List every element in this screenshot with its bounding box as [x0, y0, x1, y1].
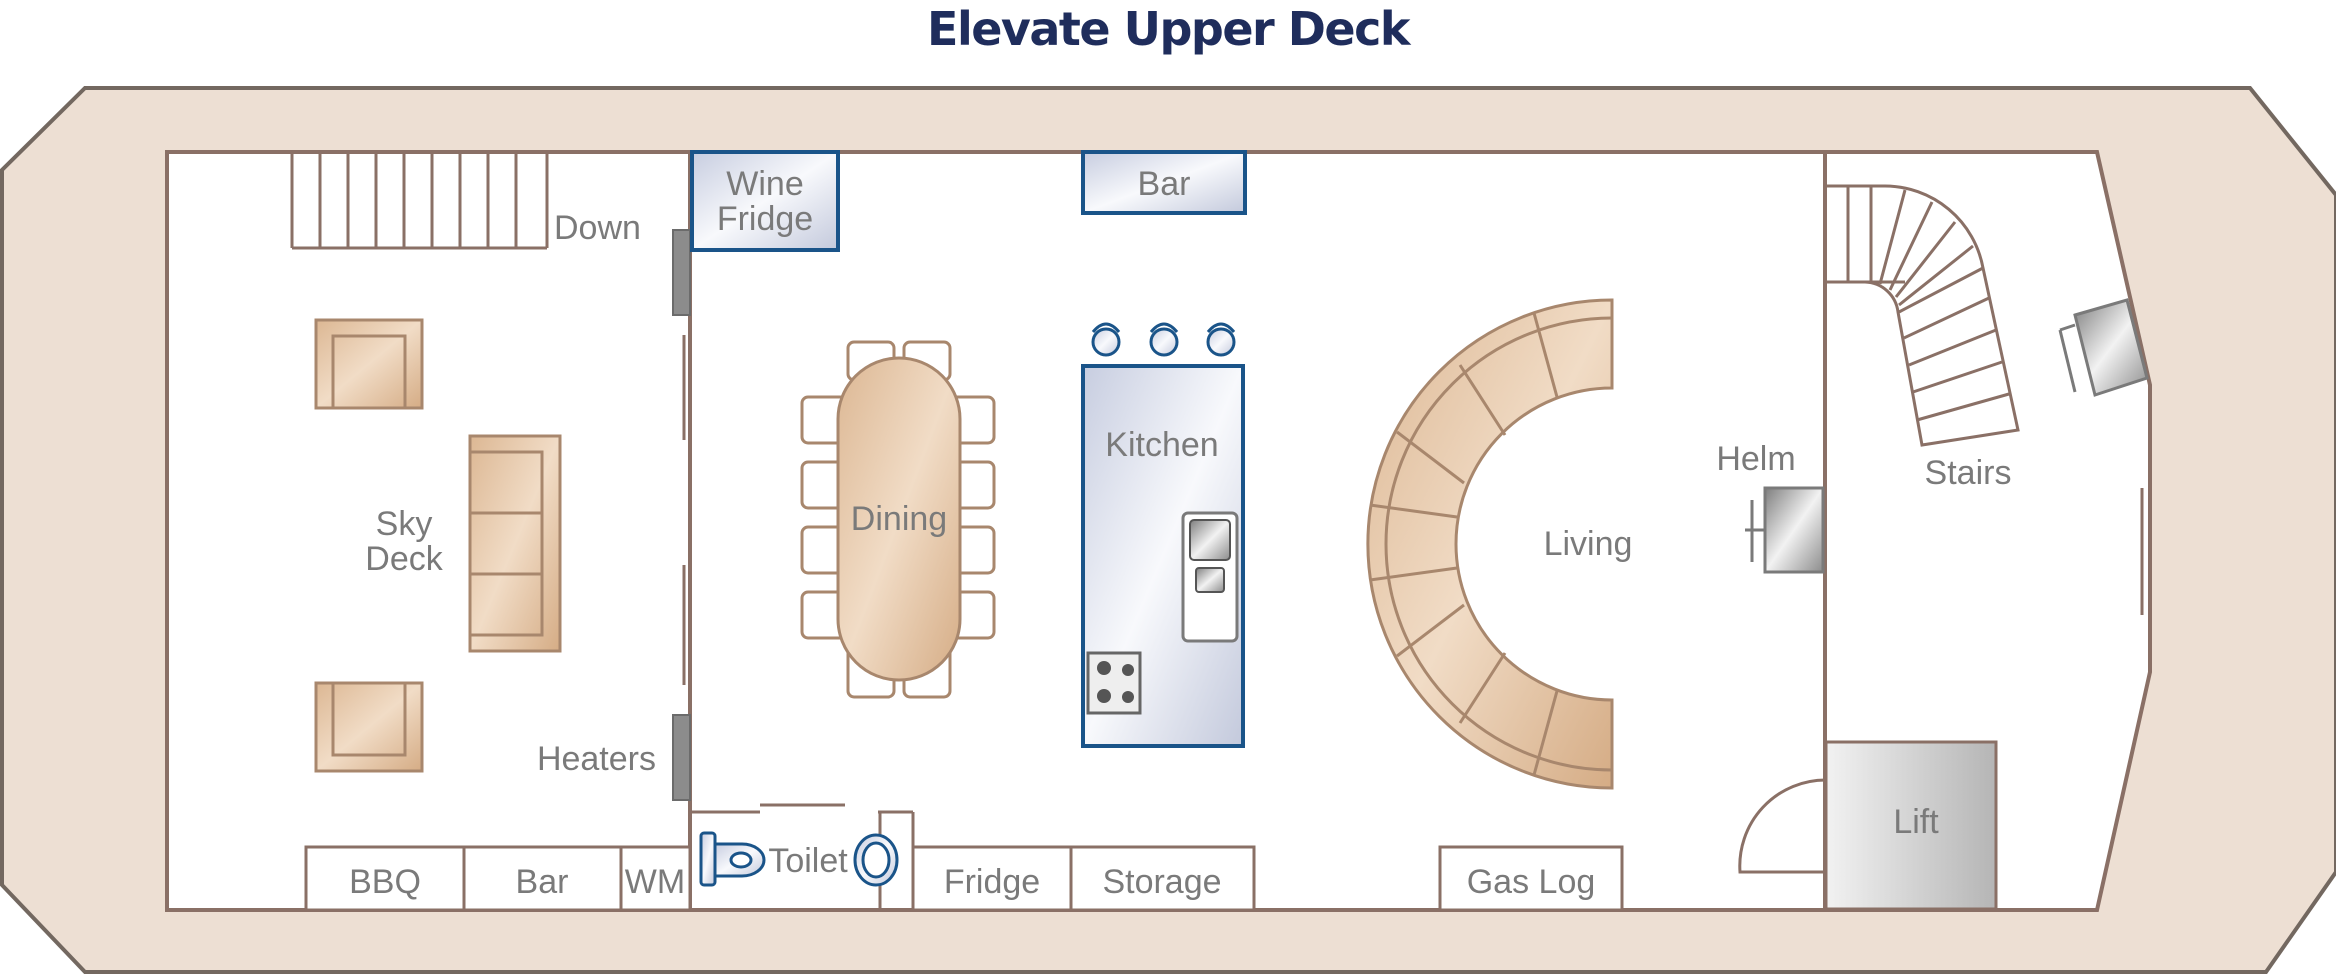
stairs-down	[290, 152, 549, 250]
wine-fridge: Wine Fridge	[690, 150, 840, 252]
armchair-bottom	[314, 681, 424, 773]
bar-stools	[1091, 322, 1236, 357]
bar-top-label: Bar	[1138, 165, 1191, 203]
bow-seat	[2058, 298, 2149, 397]
lift-label: Lift	[1893, 803, 1939, 841]
gas-log-label: Gas Log	[1467, 863, 1596, 901]
toilet-room: Toilet	[692, 803, 915, 910]
spiral-stairs: Stairs	[1825, 184, 2020, 492]
fridge-label: Fridge	[944, 863, 1040, 901]
sky-deck-divider	[672, 152, 692, 910]
sky-deck-label-line1: Sky	[376, 505, 433, 543]
toilet-icon	[699, 831, 766, 887]
stairs-label: Stairs	[1925, 454, 2012, 492]
sofa	[468, 434, 562, 653]
dining-table: Dining	[836, 356, 962, 682]
bar-counter-top: Bar	[1081, 150, 1247, 215]
page-title: Elevate Upper Deck	[927, 2, 1410, 56]
sink	[1181, 511, 1239, 643]
kitchen-island: Kitchen	[1081, 364, 1245, 748]
lift: Lift	[1738, 740, 1998, 911]
armchair-top	[314, 318, 424, 410]
bar-bottom-label: Bar	[516, 863, 569, 901]
sky-deck-label-line2: Deck	[365, 540, 443, 578]
toilet-label: Toilet	[768, 842, 848, 880]
storage-label: Storage	[1102, 863, 1221, 901]
stairs-down-label: Down	[554, 209, 641, 247]
wine-fridge-label-line2: Fridge	[717, 200, 813, 238]
bbq-label: BBQ	[349, 863, 421, 901]
living-label: Living	[1544, 525, 1633, 563]
sink-basin-icon	[853, 833, 899, 887]
kitchen-label: Kitchen	[1105, 426, 1218, 464]
bar-stool	[1206, 322, 1236, 357]
bar-stool	[1091, 322, 1121, 357]
helm-label: Helm	[1716, 440, 1795, 478]
heaters-label: Heaters	[537, 740, 656, 778]
bar-stool	[1149, 322, 1179, 357]
bottom-counters	[304, 845, 1624, 912]
wm-label: WM	[625, 863, 685, 901]
wine-fridge-label-line1: Wine	[726, 165, 803, 203]
curved-lounge: Living	[1366, 298, 1633, 790]
dining-label: Dining	[851, 500, 947, 538]
cooktop	[1086, 651, 1142, 715]
